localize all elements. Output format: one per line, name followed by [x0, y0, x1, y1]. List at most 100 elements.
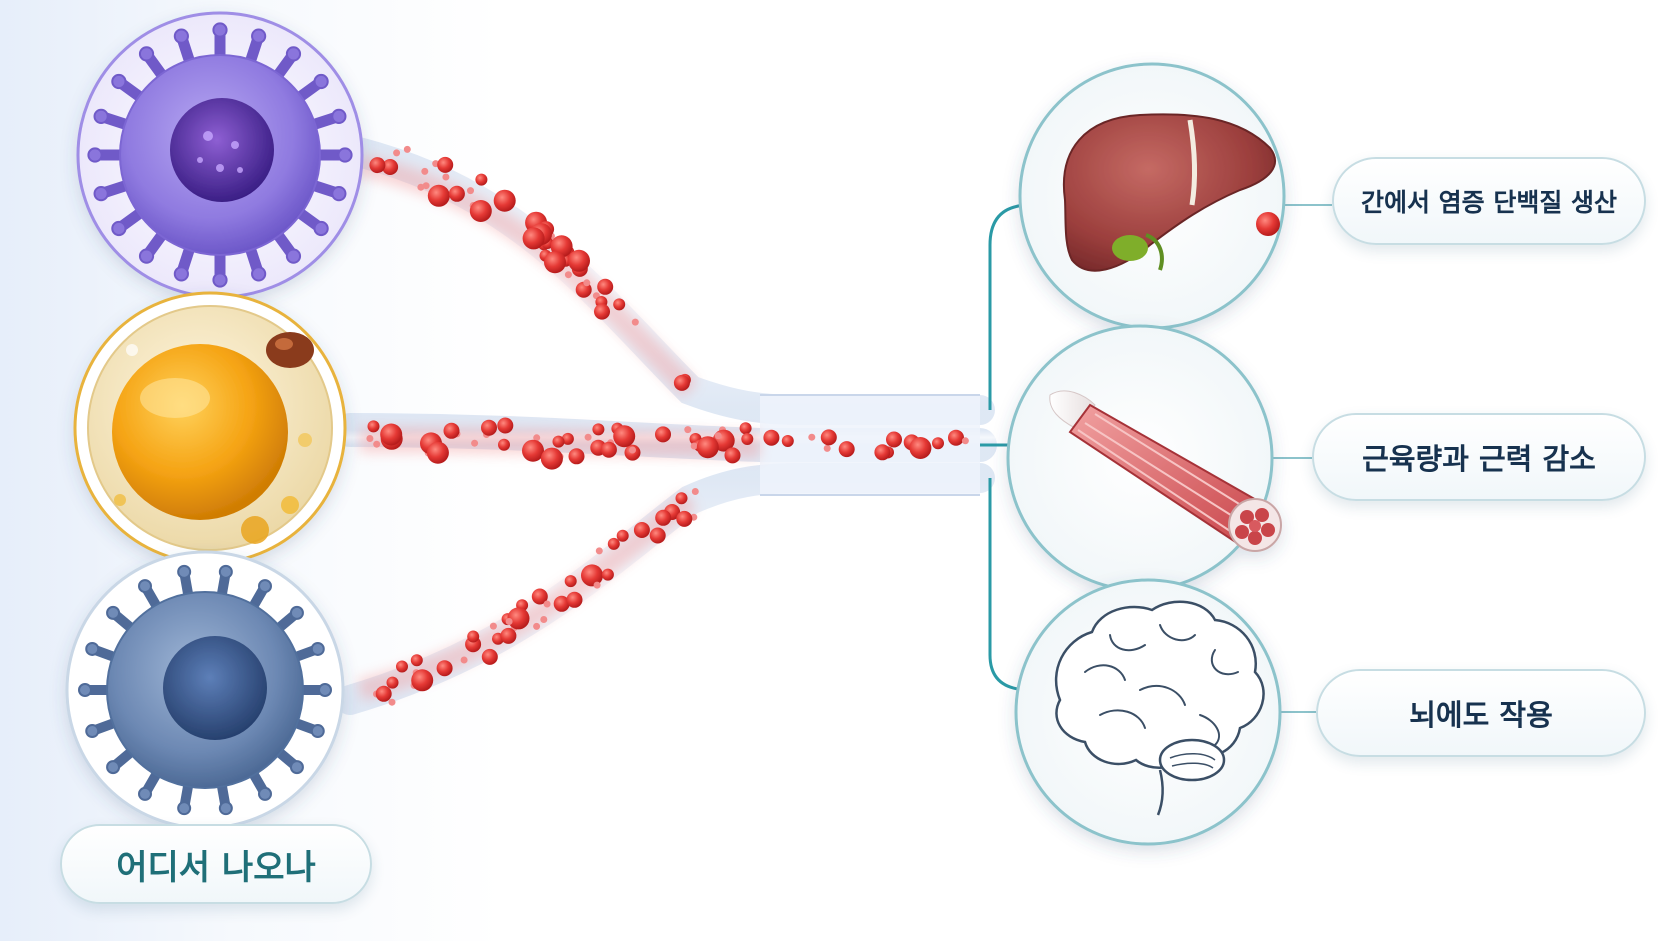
cell-spike-tip: [251, 28, 267, 44]
particle: [566, 591, 583, 608]
particle: [442, 173, 450, 181]
cell-spike-tip: [331, 108, 347, 124]
particle: [649, 527, 666, 544]
particle: [369, 157, 386, 174]
particle: [838, 441, 855, 458]
particle: [655, 509, 672, 526]
particle: [553, 595, 570, 612]
particle: [382, 159, 399, 175]
particle: [763, 429, 780, 446]
particle: [366, 435, 374, 442]
particle: [691, 488, 699, 495]
particle: [497, 417, 514, 434]
particle: [616, 529, 629, 542]
liver-icon: [1018, 62, 1286, 330]
particle: [489, 622, 497, 630]
cell-spike-tip: [313, 73, 329, 90]
particle: [481, 648, 498, 665]
particle: [543, 600, 551, 608]
particle: [403, 145, 411, 153]
cell-spike-tip: [285, 46, 302, 62]
cell-spike-tip: [218, 564, 233, 579]
particle: [584, 433, 592, 441]
particle: [781, 435, 794, 447]
particle: [607, 537, 620, 550]
particle: [393, 149, 401, 157]
particle: [613, 425, 636, 448]
cell-spike-tip: [138, 786, 152, 801]
particle: [673, 374, 690, 391]
cell-spike-tip: [177, 564, 192, 579]
particle: [443, 422, 460, 439]
cell-spike-tip: [106, 605, 121, 620]
particle: [426, 441, 449, 464]
cell-spike-tip: [318, 683, 332, 697]
particle: [568, 448, 585, 465]
particle: [507, 607, 530, 630]
cell-spike-tip: [85, 641, 100, 656]
cell-spike-tip: [138, 579, 152, 594]
particle: [437, 156, 454, 173]
particle: [820, 429, 837, 446]
effect-label-brain-text: 뇌에도 작용: [1409, 698, 1553, 732]
cell-spike-tip: [313, 220, 329, 237]
cell-spike-tip: [331, 186, 347, 202]
cell-spike-tip: [212, 22, 228, 38]
effect-label-liver: 간에서 염증 단백질 생산: [1332, 157, 1646, 245]
particle: [564, 271, 572, 279]
particle: [684, 426, 692, 434]
cell-spike-tip: [111, 220, 127, 237]
cell-spike-tip: [212, 272, 228, 288]
particle: [583, 279, 591, 287]
particle: [505, 618, 513, 625]
particle: [724, 447, 741, 464]
particle: [411, 669, 434, 692]
particle: [601, 568, 614, 581]
particle: [481, 419, 497, 436]
cell-spike-tip: [258, 579, 272, 594]
particle: [739, 422, 752, 435]
particle: [592, 423, 605, 436]
cell-spike-tip: [93, 186, 109, 202]
particle: [655, 426, 671, 443]
particle: [874, 444, 891, 461]
particle: [396, 660, 408, 673]
particle: [552, 435, 565, 448]
source-label-text: 어디서 나오나: [116, 847, 316, 888]
cell-spike-tip: [138, 46, 155, 62]
particle: [380, 423, 403, 446]
cell-spike-tip: [251, 266, 267, 282]
particle: [522, 439, 544, 462]
particle: [475, 173, 488, 186]
particle: [460, 656, 468, 664]
particle: [741, 433, 754, 445]
cell-spike-tip: [310, 641, 325, 656]
particle: [436, 660, 453, 677]
particle: [410, 654, 423, 667]
particles-group: [366, 145, 969, 706]
immune-cell-icon: [76, 11, 364, 299]
particle: [593, 581, 601, 589]
particle: [823, 444, 831, 452]
cell-spike-tip: [177, 801, 192, 816]
cell-spike-tip: [78, 683, 92, 697]
effect-label-muscle-text: 근육량과 근력 감소: [1362, 442, 1596, 476]
cell-spike-tip: [218, 801, 233, 816]
cell-spike-tip: [258, 786, 272, 801]
particle: [595, 547, 603, 555]
particle: [498, 438, 510, 451]
muscle-icon: [1006, 324, 1282, 592]
particle: [696, 436, 719, 459]
particle: [961, 437, 969, 445]
cell-spike-tip: [93, 108, 109, 124]
cell-spike-tip: [337, 147, 353, 163]
vessel: [333, 135, 997, 715]
particle: [568, 249, 590, 272]
particle: [388, 698, 396, 706]
particle: [522, 227, 545, 250]
particle: [633, 522, 650, 538]
particle: [886, 431, 902, 448]
particle: [690, 442, 698, 450]
particle: [448, 185, 465, 202]
particle: [367, 420, 380, 433]
